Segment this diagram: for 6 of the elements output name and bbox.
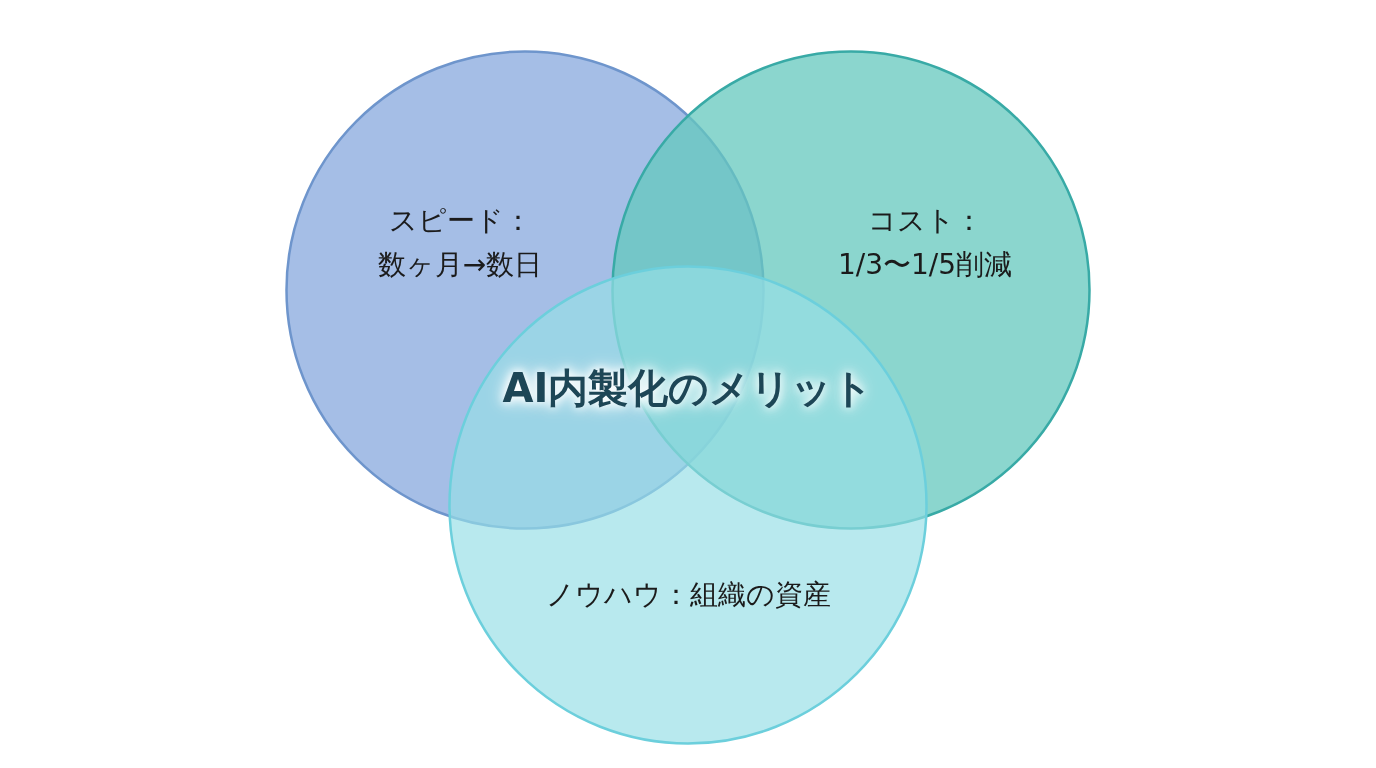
benefit-value: 数ヶ月→数日 <box>377 247 543 283</box>
benefit-heading: コスト： <box>866 203 984 239</box>
diagram-title: AI内製化のメリット <box>502 363 874 413</box>
benefit-heading: スピード： <box>387 203 533 239</box>
benefit-value: 1/3〜1/5削減 <box>837 247 1013 283</box>
benefit-label: ノウハウ：組織の資産 <box>545 577 831 613</box>
